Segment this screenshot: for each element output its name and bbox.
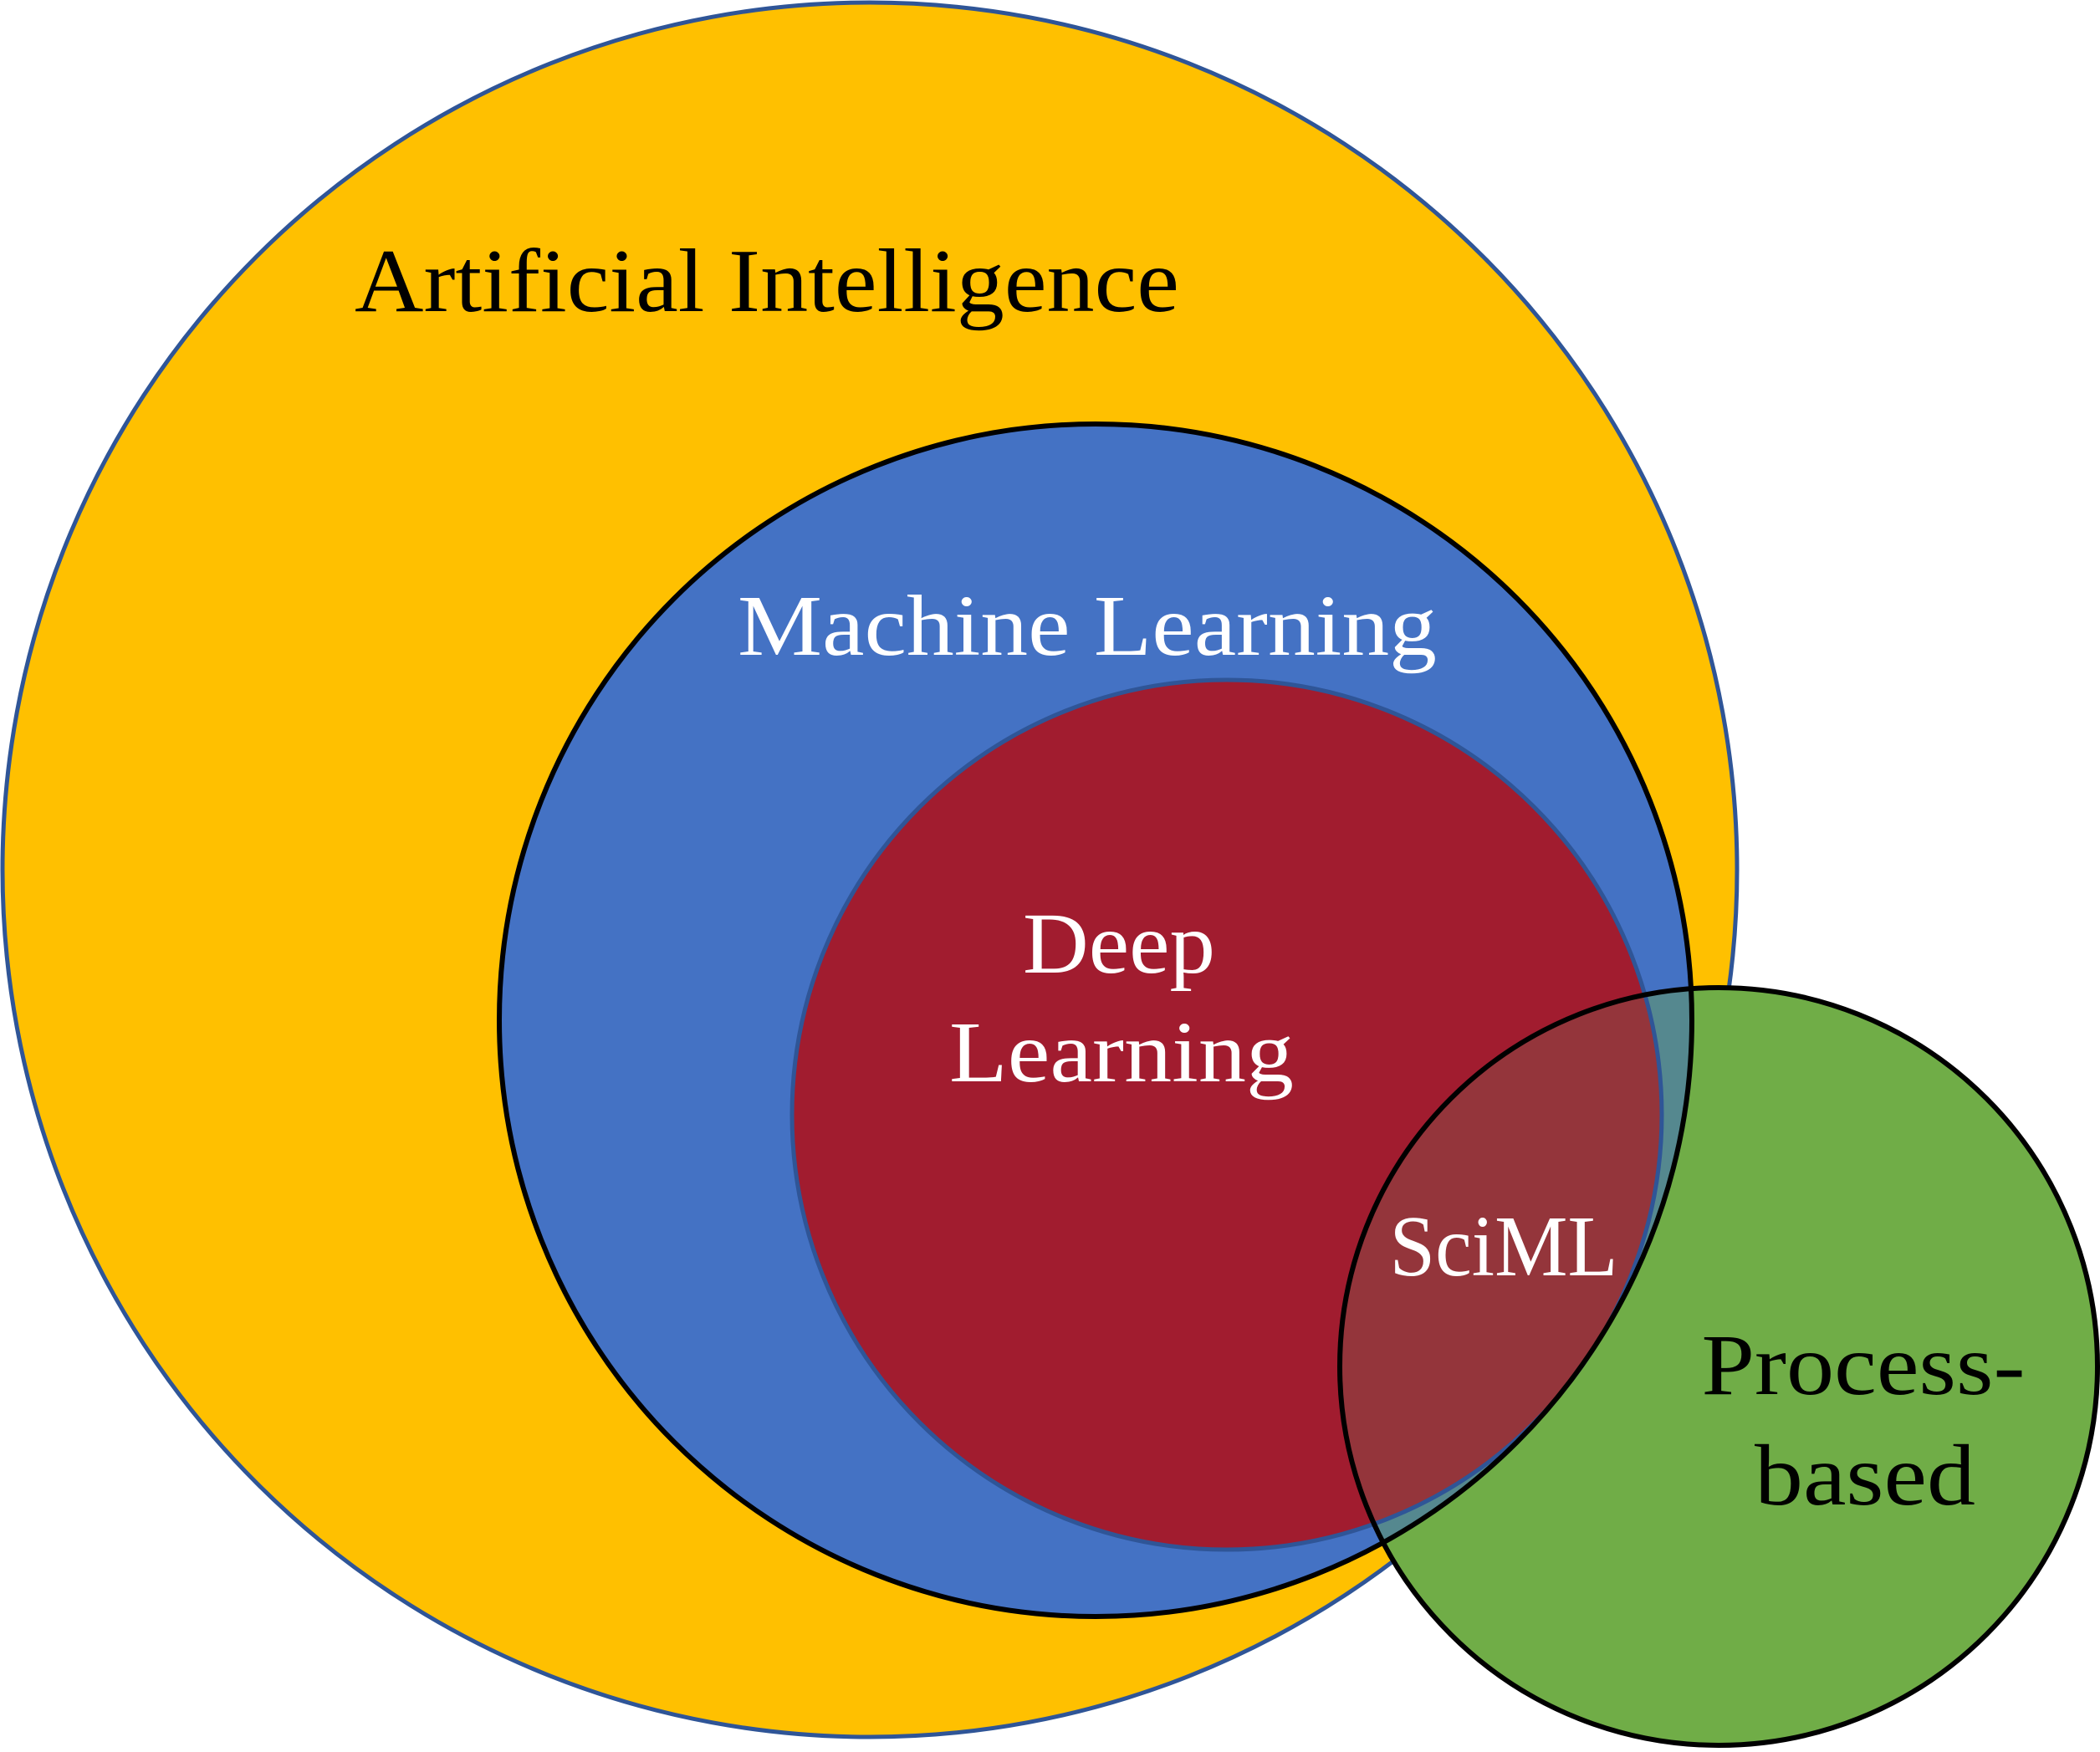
label-deep-learning-line2: Learning [949, 1004, 1294, 1101]
label-process-based-line2: based [1755, 1428, 1975, 1524]
pb-outline [1337, 985, 2100, 1748]
overlap-regions [1340, 988, 1692, 1617]
ml-outline [497, 421, 1694, 1619]
label-deep-learning-line1: Deep [1023, 896, 1215, 992]
label-machine-learning: Machine Learning [738, 578, 1437, 674]
sciml-overlap-region [1340, 988, 1664, 1552]
label-process-based-line1: Process- [1702, 1317, 2026, 1413]
label-artificial-intelligence: Artificial Intelligence [355, 232, 1179, 331]
label-sciml: SciML [1390, 1198, 1618, 1295]
